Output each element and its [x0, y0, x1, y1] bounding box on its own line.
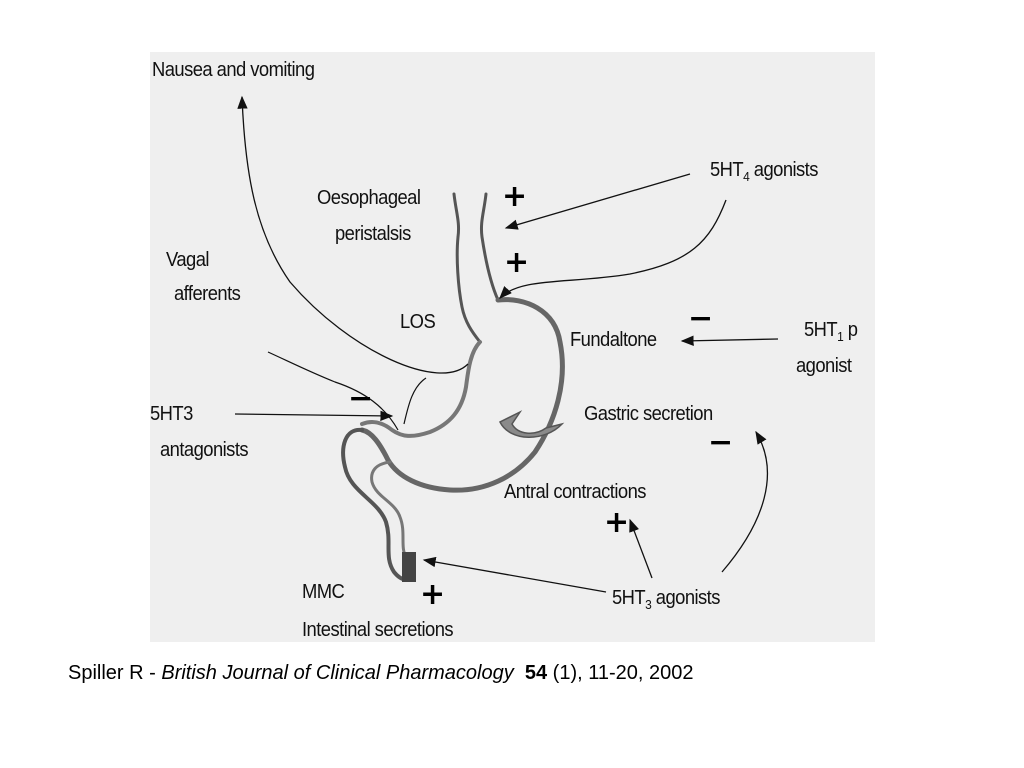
- stomach-shape: [341, 192, 565, 582]
- stomach-greater-curvature: [359, 297, 565, 493]
- ht3-antagonist-arrow: [234, 410, 394, 422]
- oesophageal-label-line1: Oesophageal: [317, 187, 421, 209]
- vagal-label-line2: afferents: [174, 283, 241, 305]
- ht3-antagonists-label-line1: 5HT3: [150, 403, 193, 425]
- ht3ag-subscript: 3: [645, 597, 652, 612]
- stomach-inner-curvature: [360, 340, 482, 438]
- gastric-rotation-arrow: [498, 410, 565, 438]
- ht1-prefix: 5HT: [804, 319, 838, 341]
- oesophageal-plus-sign: +: [502, 179, 528, 214]
- antagonist-minus-sign: −: [348, 381, 374, 416]
- oesophagus-right-wall: [480, 192, 500, 302]
- diagram-drawing: [234, 95, 779, 593]
- ht4-to-los-arrow: [499, 199, 727, 299]
- fundal-tone-label: Fundaltone: [570, 329, 657, 351]
- vagal-afferent-line-lower: [267, 351, 399, 431]
- citation-volume: 54: [524, 662, 548, 684]
- ht3-agonist-to-antral-arrow: [629, 518, 653, 579]
- oesophagus-left-wall: [452, 192, 482, 344]
- antral-plus-sign: +: [604, 505, 630, 540]
- vagal-label-line1: Vagal: [166, 249, 209, 271]
- citation: Spiller R - British Journal of Clinical …: [68, 662, 694, 685]
- gastric-secretion-label: Gastric secretion: [584, 403, 713, 425]
- antral-contractions-label: Antral contractions: [504, 481, 646, 503]
- oesophageal-label-line2: peristalsis: [335, 223, 411, 245]
- gut-serotonin-diagram: Nausea and vomiting Oesophageal peristal…: [150, 52, 875, 642]
- ht1-suffix: p: [843, 319, 858, 341]
- intestinal-secretions-label: Intestinal secretions: [302, 619, 454, 641]
- ht4-agonists-label: 5HT4 agonists: [710, 158, 818, 189]
- ht4-to-oesophagus-arrow: [504, 173, 691, 230]
- los-plus-sign: +: [504, 245, 530, 280]
- ht3-antagonists-label-line2: antagonists: [160, 439, 249, 461]
- los-label: LOS: [400, 311, 436, 333]
- ht4-suffix: agonists: [749, 159, 819, 181]
- ht3-agonist-to-mmc-arrow: [422, 556, 607, 593]
- ht1p-agonist-label-line1: 5HT1 p: [804, 318, 858, 349]
- vagal-afferent-branch: [403, 377, 427, 425]
- ht3ag-suffix: agonists: [651, 587, 721, 609]
- ht4-prefix: 5HT: [710, 159, 744, 181]
- ht1-subscript: 1: [837, 329, 844, 344]
- duodenum-outer: [341, 427, 414, 582]
- duodenum-end: [402, 552, 416, 582]
- citation-journal: British Journal of Clinical Pharmacology: [161, 662, 514, 684]
- gastric-minus-sign: −: [708, 425, 734, 460]
- ht3-agonists-label: 5HT3 agonists: [612, 586, 720, 617]
- citation-details: (1), 11-20, 2002: [547, 662, 694, 684]
- vagal-afferent-line-upper: [237, 95, 469, 374]
- ht1-to-fundal-arrow: [680, 335, 779, 346]
- nausea-vomiting-label: Nausea and vomiting: [152, 59, 315, 81]
- ht1p-agonist-label-line2: agonist: [796, 355, 852, 377]
- mmc-plus-sign: +: [420, 577, 446, 612]
- citation-author: Spiller R -: [68, 662, 162, 684]
- ht3ag-prefix: 5HT: [612, 587, 646, 609]
- mmc-label: MMC: [302, 581, 345, 603]
- ht4-subscript: 4: [743, 169, 750, 184]
- fundal-minus-sign: −: [688, 301, 714, 336]
- ht3-agonist-to-gastric-arrow: [721, 430, 769, 573]
- duodenum-inner: [370, 460, 408, 559]
